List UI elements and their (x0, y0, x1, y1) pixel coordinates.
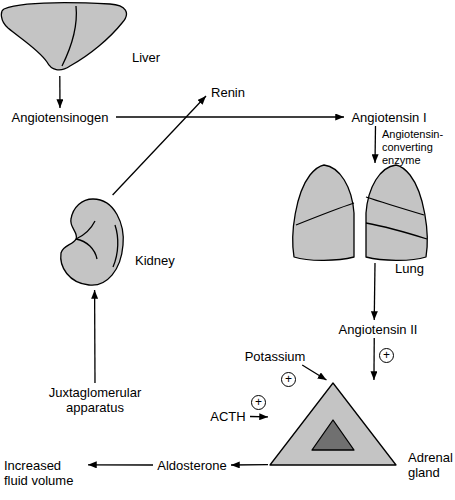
organ-name: Liver (132, 50, 192, 65)
organ-shape (366, 165, 427, 260)
effect-label: Increased fluid volume (4, 456, 88, 490)
node-text: ACTH (206, 409, 250, 424)
arrow-connector (250, 416, 268, 418)
edge-label: Angiotensin-converting enzyme (382, 128, 454, 167)
arrow-connector (113, 96, 206, 195)
organ-name: Adrenal gland (408, 450, 455, 480)
substance-label: Angiotensin I (344, 108, 434, 126)
arrow-connector (374, 126, 376, 163)
organ-shape (76, 221, 95, 239)
organ-shape (61, 199, 124, 285)
arrow-connector (302, 365, 326, 380)
organ-outline (0, 0, 130, 76)
arrow-connector (94, 290, 96, 383)
stimulus-label: Potassium (241, 348, 309, 365)
hormone-label: Aldosterone (153, 456, 231, 474)
organ-name: Kidney (135, 253, 195, 268)
node-text: Angiotensin I (344, 110, 434, 125)
node-text: Renin (206, 85, 250, 100)
arrow-connector (88, 464, 153, 465)
arrow-connector (374, 263, 376, 320)
structure-label: Juxtaglomerular apparatus (30, 383, 160, 417)
stimulation-sign: + (251, 395, 266, 410)
organ-shape (1, 3, 126, 70)
organ-shape (62, 6, 76, 66)
organ-shape (296, 203, 354, 225)
stimulation-sign: + (281, 372, 296, 387)
adrenal-illustration: Adrenal gland (268, 380, 398, 470)
organ-outline (55, 195, 127, 290)
liver-illustration: Liver (0, 0, 130, 76)
organ-shape (293, 165, 354, 260)
organ-shape (312, 420, 354, 450)
arrow-connector (231, 464, 268, 466)
arrow-connector (59, 76, 61, 108)
stimulation-sign: + (379, 348, 394, 363)
node-text: Potassium (241, 349, 309, 364)
lung-illustration: Lung (288, 163, 433, 263)
enzyme-label: Renin (206, 84, 250, 100)
node-text: Increased fluid volume (4, 458, 88, 488)
organ-shape (366, 197, 424, 215)
substance-label: Angiotensin II (331, 320, 425, 338)
node-text: Aldosterone (153, 458, 231, 473)
organ-outline (268, 380, 398, 470)
substance-label: Angiotensinogen (4, 108, 116, 126)
arrow-connector (373, 338, 375, 380)
node-text: Juxtaglomerular apparatus (30, 385, 160, 415)
kidney-illustration: Kidney (55, 195, 127, 290)
arrow-connector (116, 116, 344, 117)
organ-shape (76, 239, 97, 259)
node-text: Angiotensinogen (4, 110, 116, 125)
organ-shape (113, 225, 118, 267)
organ-shape (366, 223, 427, 239)
organ-shape (270, 383, 396, 465)
organ-name: Lung (395, 261, 435, 276)
node-text: Angiotensin II (331, 322, 425, 337)
stimulus-label: ACTH (206, 408, 250, 425)
organ-outline (288, 163, 433, 263)
